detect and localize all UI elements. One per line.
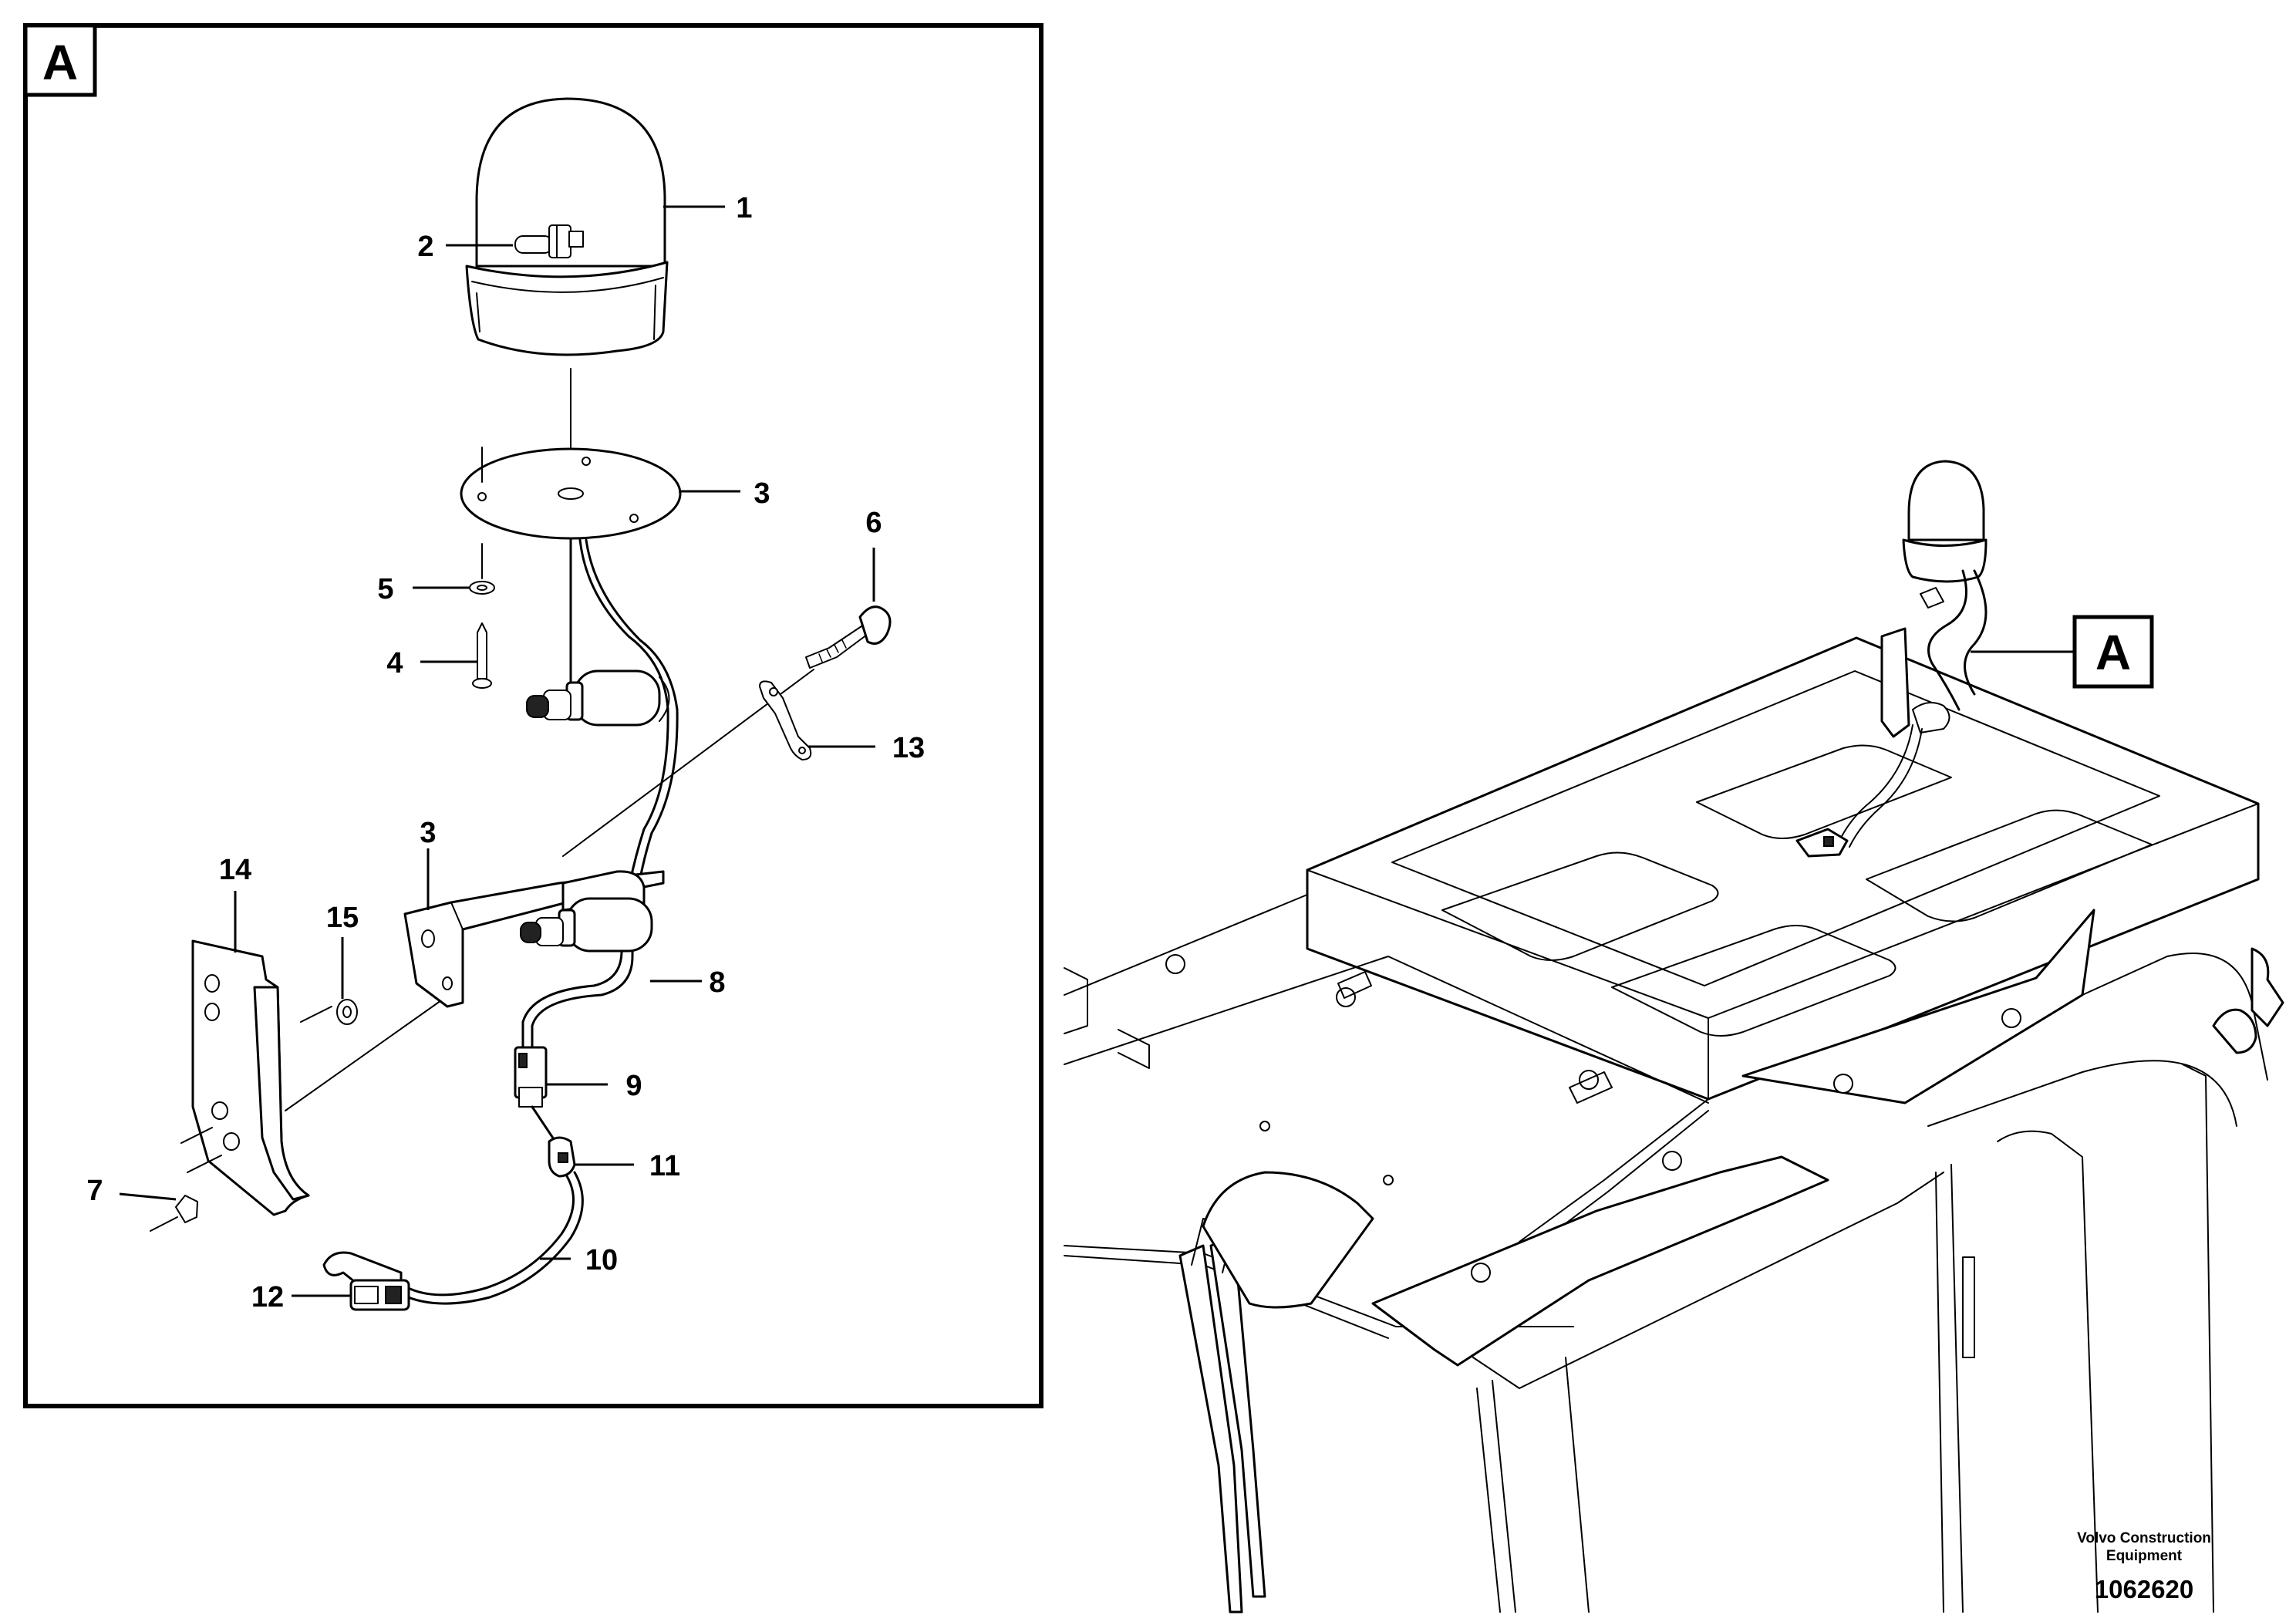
bulb-part <box>514 224 584 258</box>
reference-label-group: A <box>1971 615 2154 689</box>
connector-12-part <box>349 1279 410 1311</box>
washer-15-part <box>336 999 358 1025</box>
callout-2: 2 <box>417 231 433 263</box>
cable-harness <box>521 538 679 1050</box>
callout-8: 8 <box>709 966 725 999</box>
screw-part <box>472 622 492 689</box>
washer-part <box>469 543 495 595</box>
callout-1: 1 <box>736 192 752 224</box>
callout-13: 13 <box>892 732 925 764</box>
callout-10: 10 <box>585 1244 618 1276</box>
footer-credit: Volvo Construction Equipment 1062620 <box>2077 1530 2211 1603</box>
callout-14: 14 <box>219 854 251 886</box>
lower-connector-part <box>520 897 653 953</box>
clip-part <box>759 680 812 760</box>
base-plate-part <box>460 447 682 540</box>
detail-label-box <box>23 23 97 97</box>
nut-part <box>150 1127 222 1232</box>
callout-7: 7 <box>86 1175 103 1207</box>
credit-line-2: Equipment <box>2106 1548 2183 1564</box>
callout-12: 12 <box>251 1281 284 1313</box>
upper-connector-part <box>526 669 670 727</box>
callout-3-bracket: 3 <box>420 817 436 849</box>
bolt-part <box>805 548 892 669</box>
connector-9-part <box>514 1046 557 1143</box>
callout-11: 11 <box>649 1150 680 1182</box>
cab-overview <box>1064 636 2284 1614</box>
callout-3-plate: 3 <box>754 477 770 510</box>
callout-labels: 1 2 3 3 4 5 6 7 8 9 10 11 12 13 14 15 <box>86 192 925 1313</box>
callout-6: 6 <box>865 507 882 539</box>
cab-beacon <box>1795 460 1988 858</box>
callout-9: 9 <box>625 1070 642 1102</box>
document-number: 1062620 <box>2095 1575 2193 1603</box>
reference-label: A <box>2095 625 2131 680</box>
connector-11-part <box>548 1136 576 1178</box>
callout-leaders <box>119 205 875 1297</box>
callout-5: 5 <box>377 573 393 605</box>
credit-line-1: Volvo Construction <box>2077 1530 2211 1546</box>
beacon-lamp-part <box>465 97 669 356</box>
detail-frame: A <box>23 23 1043 1408</box>
support-plate-part <box>191 939 310 1216</box>
reference-label-box <box>2072 615 2154 689</box>
detail-label: A <box>42 35 78 90</box>
callout-4: 4 <box>386 647 403 679</box>
callout-15: 15 <box>326 902 359 934</box>
